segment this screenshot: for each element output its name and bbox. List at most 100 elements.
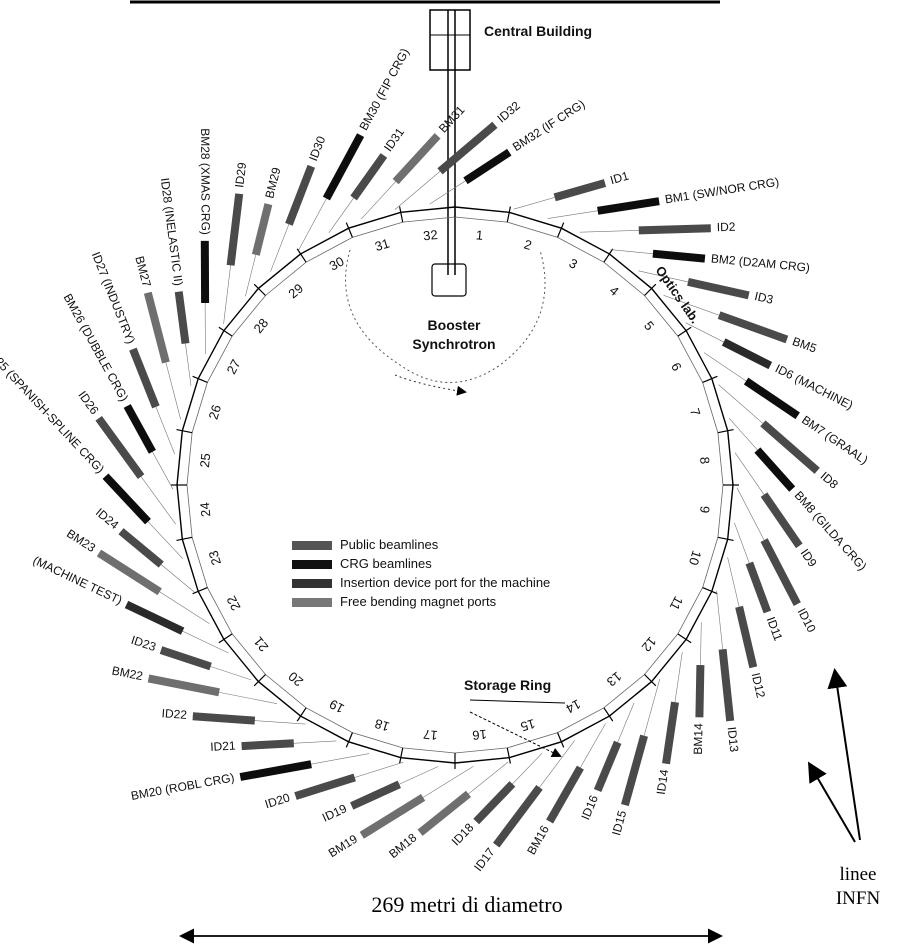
beamline-label: ID28 (INELASTIC II) <box>158 177 186 287</box>
beamline-bar <box>129 347 160 409</box>
legend-swatch <box>292 541 332 550</box>
beamline-label: ID9 <box>798 546 820 570</box>
ring-cell-boundary <box>677 633 692 644</box>
beamline-bar <box>463 148 512 185</box>
beamline-label: ID14 <box>654 768 672 795</box>
beamline-label: BM16 <box>524 823 552 857</box>
cell-number: 32 <box>422 227 438 243</box>
beamline-bar <box>760 538 801 606</box>
beamline-label: ID27 (INDUSTRY) <box>89 250 138 346</box>
ring-cell-boundary <box>399 206 404 223</box>
beamline-label: BM18 <box>386 830 419 861</box>
cell-number: 8 <box>697 456 713 465</box>
beamline-bar <box>239 760 312 781</box>
ring-cell-boundary <box>644 674 657 687</box>
beamline-bar <box>96 549 162 596</box>
beamline-bar <box>392 133 441 185</box>
infn-arrows <box>807 668 861 843</box>
ring-cell-boundary <box>296 248 307 263</box>
ring-cell-boundary <box>702 375 718 383</box>
beamline-label: ID31 <box>381 125 407 154</box>
beamline-label: BM30 (FIP CRG) <box>357 46 413 133</box>
beamline-label: BM29 <box>262 166 283 200</box>
cell-number: 15 <box>519 716 537 735</box>
beamline-bar <box>123 404 156 454</box>
beamline-bar <box>174 291 190 345</box>
ring-cell-boundary <box>296 707 307 722</box>
booster-label-1: Booster <box>428 317 481 333</box>
beamline-bar <box>760 492 803 549</box>
beamline-label: ID19 <box>320 801 349 824</box>
beamline-bar <box>638 224 711 235</box>
ring-cell-boundary <box>702 587 718 595</box>
central-building-label: Central Building <box>484 23 592 39</box>
beamline-bar <box>95 415 145 479</box>
beamline-label: BM5 <box>791 334 819 356</box>
beamline-bar <box>143 291 170 364</box>
cell-number: 1 <box>475 227 484 243</box>
beamline-bar <box>159 646 212 671</box>
beamline-bar <box>493 784 543 848</box>
legend-swatch <box>292 579 332 588</box>
beamline-label: ID3 <box>753 289 775 307</box>
beamline-label: ID10 <box>795 606 819 635</box>
cell-number: 25 <box>197 452 213 468</box>
cell-number: 11 <box>667 594 687 613</box>
cell-number: 12 <box>639 634 660 655</box>
beamline-label: BM27 <box>132 255 154 289</box>
cell-number: 3 <box>567 255 580 272</box>
cell-number: 2 <box>522 237 533 253</box>
legend-swatch <box>292 560 332 569</box>
beamline-bar <box>226 193 244 266</box>
beamline-label: BM22 <box>111 663 145 683</box>
ring-cell-boundary <box>399 747 404 764</box>
ring-cell-boundary <box>345 222 353 238</box>
beamline-bar <box>754 447 796 492</box>
beamline-label: ID15 <box>609 809 629 837</box>
cell-number: 26 <box>206 403 225 421</box>
beamline-label: BM1 (SW/NOR CRG) <box>664 175 780 207</box>
beamline-bar <box>717 311 789 344</box>
cell-number: 27 <box>224 357 244 377</box>
beamline-bar <box>102 473 151 525</box>
beamline-label: BM7 (GRAAL) <box>799 413 870 467</box>
beamline-bar <box>546 765 584 824</box>
cell-number: 29 <box>285 280 306 301</box>
beamline-label: ID26 <box>75 388 101 417</box>
cell-number: 20 <box>285 669 306 690</box>
legend-label: Insertion device port for the machine <box>340 575 550 590</box>
storage-ring-arrow <box>469 711 562 757</box>
beamline-bar <box>118 528 164 568</box>
storage-ring-leader <box>469 699 566 704</box>
ring-cell-boundary <box>557 732 565 748</box>
beamline-bar <box>745 561 772 614</box>
beamline-bar <box>417 790 472 836</box>
beamline-bar <box>593 740 622 793</box>
cell-number: 28 <box>250 315 271 336</box>
cell-number: 5 <box>641 318 657 333</box>
beamline-bar <box>695 665 705 718</box>
legend-label: Public beamlines <box>340 537 439 552</box>
beamline-label: ID2 <box>717 220 736 235</box>
ring-inner-outline <box>186 216 724 754</box>
legend-label: Free bending magnet ports <box>340 594 497 609</box>
beamline-bar <box>124 600 185 635</box>
beamline-bar <box>251 203 273 256</box>
beamline-bar <box>294 773 356 800</box>
beamline-label: ID21 <box>210 739 236 754</box>
ring-cell-boundary <box>218 326 233 337</box>
beamline-label: BM28 (XMAS CRG) <box>198 128 213 235</box>
beamline-bar <box>652 249 706 263</box>
beamline-bar <box>437 121 498 175</box>
beamline-label: ID12 <box>749 671 768 699</box>
ring-cell-boundary <box>192 375 208 383</box>
beamline-bar <box>597 197 660 215</box>
diameter-label: 269 metri di diametro <box>371 892 562 917</box>
storage-ring <box>171 201 739 769</box>
beamline-label: BM19 <box>326 832 360 861</box>
booster-label-2: Synchrotron <box>412 336 495 352</box>
central-building <box>429 9 471 275</box>
beamline-bar <box>350 780 401 810</box>
